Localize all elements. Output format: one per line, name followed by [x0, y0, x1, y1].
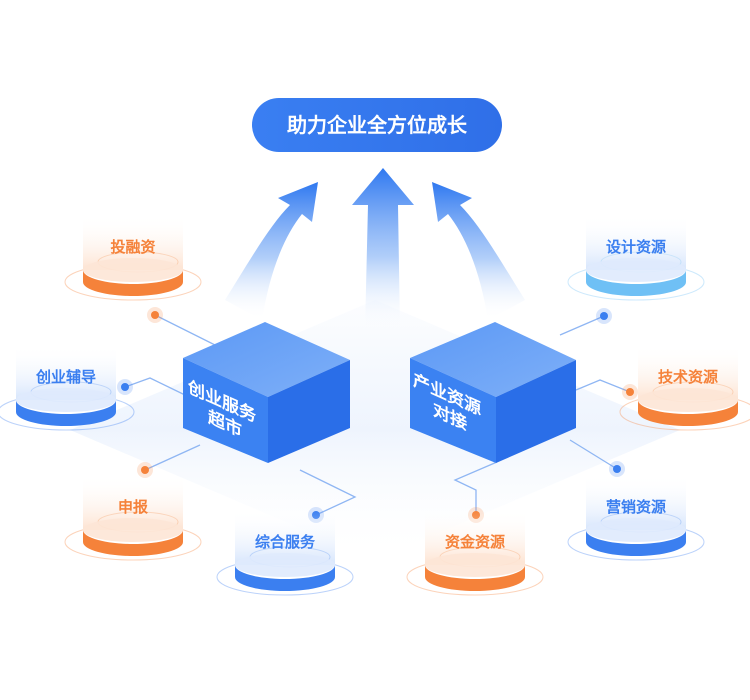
node-label: 综合服务: [255, 533, 316, 551]
connector-lines: [124, 314, 631, 516]
node-startup-mentoring[interactable]: 创业辅导: [0, 345, 135, 431]
title-pill: 助力企业全方位成长: [252, 98, 502, 152]
hub-cube-industry-resources[interactable]: 产业资源 对接: [410, 322, 576, 463]
arrow-right: [432, 182, 525, 320]
hub-cube-startup-services[interactable]: 创业服务 超市: [183, 322, 350, 463]
node-label: 营销资源: [606, 498, 666, 516]
node-marketing-resources[interactable]: 营销资源: [567, 475, 705, 561]
node-label: 设计资源: [606, 238, 666, 256]
node-label: 技术资源: [658, 368, 718, 386]
node-funding-resources[interactable]: 资金资源: [406, 510, 544, 596]
node-investment[interactable]: 投融资: [64, 215, 202, 301]
growth-arrows: [225, 168, 525, 330]
node-declaration[interactable]: 申报: [64, 475, 202, 561]
node-integrated-services[interactable]: 综合服务: [216, 510, 354, 596]
node-label: 申报: [118, 498, 148, 516]
node-label: 创业辅导: [35, 368, 96, 386]
node-label: 投融资: [110, 238, 155, 256]
node-tech-resources[interactable]: 技术资源: [619, 345, 750, 431]
arrow-left: [225, 182, 318, 320]
title-text: 助力企业全方位成长: [287, 113, 468, 137]
node-label: 资金资源: [445, 533, 505, 551]
node-design-resources[interactable]: 设计资源: [567, 215, 705, 301]
arrow-center: [352, 168, 414, 330]
